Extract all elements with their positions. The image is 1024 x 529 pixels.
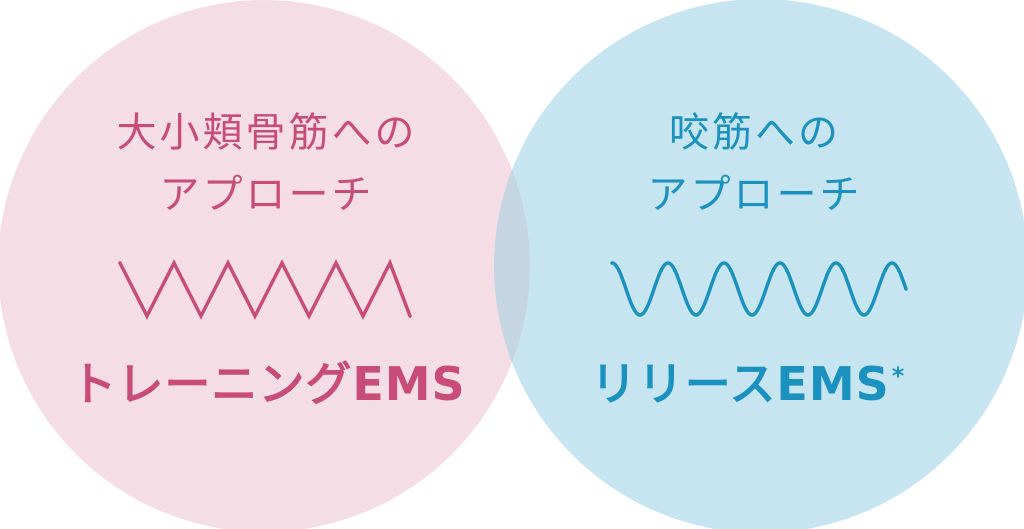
right-heading: 咬筋への アプローチ [535,102,975,226]
left-heading-line1: 大小頬骨筋への [116,110,418,156]
release-ems-text: リリースEMS [590,357,890,411]
release-ems-label: リリースEMS* [528,348,968,414]
right-heading-line1: 咬筋への [669,110,841,156]
training-ems-label: トレーニングEMS [70,357,466,411]
sine-wave-icon [610,261,908,317]
footnote-asterisk: * [891,361,906,390]
left-circle [0,0,530,529]
zigzag-wave-icon [118,258,412,320]
left-heading-line2: アプローチ [159,172,375,218]
left-heading: 大小頬骨筋への アプローチ [47,102,487,226]
right-heading-line2: アプローチ [647,172,863,218]
right-circle [494,0,1024,529]
